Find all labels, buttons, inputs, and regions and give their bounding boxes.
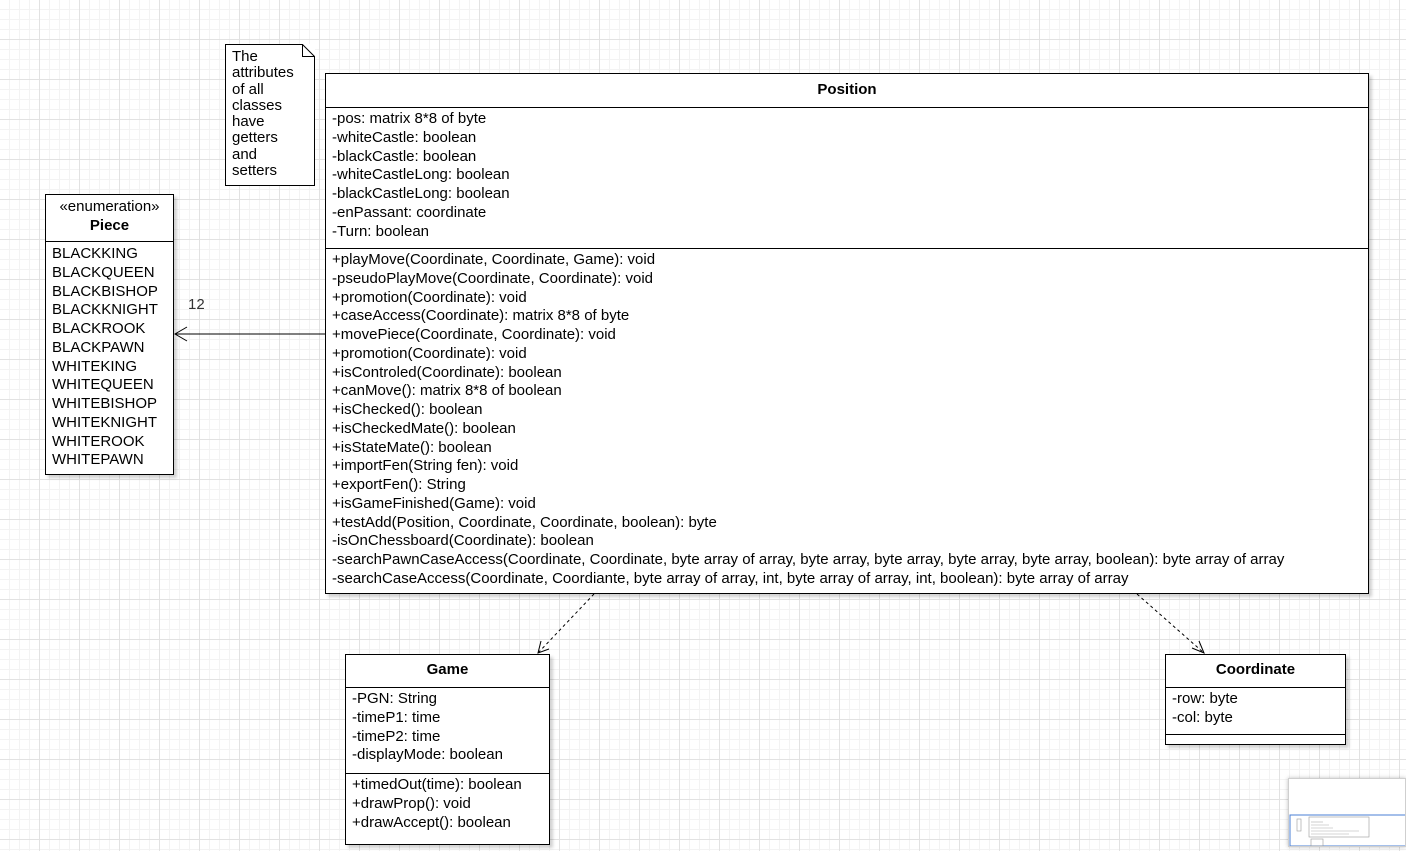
enum-value[interactable]: WHITEKING <box>52 357 137 375</box>
method-row[interactable]: +canMove(): matrix 8*8 of boolean <box>332 382 562 400</box>
enum-value[interactable]: BLACKROOK <box>52 320 146 337</box>
attribute-row[interactable]: -whiteCastle: boolean <box>332 128 477 146</box>
method-row[interactable]: +movePiece(Coordinate, Coordinate): void <box>332 326 616 343</box>
attribute-row[interactable]: -Turn: boolean <box>332 222 430 240</box>
note-line: attributes <box>232 64 294 82</box>
enum-value[interactable]: WHITEKNIGHT <box>52 413 157 431</box>
position-header: Position <box>326 74 1368 108</box>
note-line: The <box>232 48 258 65</box>
piece-name: Piece <box>89 217 130 234</box>
note-line: and <box>232 145 258 163</box>
enum-value[interactable]: WHITEROOK <box>52 432 145 450</box>
coordinate-class[interactable]: Coordinate -row: byte-col: byte <box>1165 654 1346 745</box>
method-row[interactable]: +drawAccept(): boolean <box>352 813 511 831</box>
attribute-row[interactable]: -enPassant: coordinate <box>332 203 487 221</box>
outline-minimap[interactable] <box>1288 778 1406 847</box>
game-header: Game <box>346 655 549 688</box>
attribute-row[interactable]: -pos: matrix 8*8 of byte <box>332 110 487 127</box>
dependency-line-game[interactable] <box>537 593 595 654</box>
note-line: have <box>232 113 265 131</box>
position-attributes: -pos: matrix 8*8 of byte-whiteCastle: bo… <box>326 108 1368 249</box>
dependency-line-coordinate[interactable] <box>1136 593 1205 654</box>
attribute-row[interactable]: -timeP2: time <box>352 727 441 745</box>
method-row[interactable]: +exportFen(): String <box>332 476 466 493</box>
attribute-row[interactable]: -displayMode: boolean <box>352 746 503 764</box>
game-name: Game <box>426 661 469 678</box>
enum-value[interactable]: BLACKPAWN <box>52 338 145 356</box>
attribute-row[interactable]: -col: byte <box>1172 708 1233 726</box>
game-attributes: -PGN: String-timeP1: time-timeP2: time-d… <box>346 688 549 774</box>
association-multiplicity: 12 <box>188 296 205 313</box>
method-row[interactable]: +isControled(Coordinate): boolean <box>332 363 562 381</box>
association-arrowhead <box>174 326 188 342</box>
coordinate-attributes: -row: byte-col: byte <box>1166 688 1345 735</box>
method-row[interactable]: +caseAccess(Coordinate): matrix 8*8 of b… <box>332 307 630 325</box>
enum-value[interactable]: WHITEBISHOP <box>52 395 158 412</box>
method-row[interactable]: +isStateMate(): boolean <box>332 438 492 456</box>
method-row[interactable]: -searchCaseAccess(Coordinate, Coordiante… <box>332 569 1129 587</box>
note-line: of all <box>232 80 264 98</box>
note-line: setters <box>232 162 278 180</box>
piece-header: «enumeration» Piece <box>46 195 173 242</box>
note-line: classes <box>232 96 283 114</box>
method-row[interactable]: +importFen(String fen): void <box>332 457 519 475</box>
method-row[interactable]: +isCheckedMate(): boolean <box>332 419 516 437</box>
attribute-row[interactable]: -PGN: String <box>352 690 438 707</box>
note-shape <box>225 44 315 186</box>
position-name: Position <box>817 81 877 98</box>
coordinate-header: Coordinate <box>1166 655 1345 688</box>
method-row[interactable]: -searchPawnCaseAccess(Coordinate, Coordi… <box>332 551 1285 568</box>
coordinate-name: Coordinate <box>1215 661 1296 678</box>
method-row[interactable]: +isChecked(): boolean <box>332 401 483 418</box>
method-row[interactable]: +drawProp(): void <box>352 794 471 812</box>
method-row[interactable]: +testAdd(Position, Coordinate, Coordinat… <box>332 513 717 531</box>
enum-value[interactable]: BLACKBISHOP <box>52 282 158 300</box>
method-row[interactable]: -isOnChessboard(Coordinate): boolean <box>332 532 594 550</box>
method-row[interactable]: -pseudoPlayMove(Coordinate, Coordinate):… <box>332 269 654 287</box>
attribute-row[interactable]: -blackCastle: boolean <box>332 147 477 165</box>
enum-value[interactable]: BLACKKNIGHT <box>52 301 158 319</box>
note-line: getters <box>232 129 278 147</box>
method-row[interactable]: +timedOut(time): boolean <box>352 776 522 793</box>
position-class[interactable]: Position -pos: matrix 8*8 of byte-whiteC… <box>325 73 1369 594</box>
position-methods: +playMove(Coordinate, Coordinate, Game):… <box>326 249 1368 591</box>
coordinate-methods <box>1166 735 1345 745</box>
enum-value[interactable]: BLACKKING <box>52 245 138 262</box>
dependency-arrowhead-coordinate <box>1191 640 1205 654</box>
attribute-row[interactable]: -row: byte <box>1172 690 1238 707</box>
game-methods: +timedOut(time): boolean+drawProp(): voi… <box>346 774 549 834</box>
dependency-arrowhead-game <box>537 640 550 654</box>
method-row[interactable]: +promotion(Coordinate): void <box>332 288 527 306</box>
attribute-row[interactable]: -timeP1: time <box>352 708 441 726</box>
enum-value[interactable]: BLACKQUEEN <box>52 263 155 281</box>
attribute-row[interactable]: -whiteCastleLong: boolean <box>332 166 510 184</box>
method-row[interactable]: +promotion(Coordinate): void <box>332 344 527 362</box>
method-row[interactable]: +isGameFinished(Game): void <box>332 494 536 512</box>
game-class[interactable]: Game -PGN: String-timeP1: time-timeP2: t… <box>345 654 550 845</box>
minimap-thumbnail <box>1289 814 1406 847</box>
method-row[interactable]: +playMove(Coordinate, Coordinate, Game):… <box>332 251 656 268</box>
enum-value[interactable]: WHITEQUEEN <box>52 376 154 394</box>
enum-value[interactable]: WHITEPAWN <box>52 451 144 469</box>
attribute-row[interactable]: -blackCastleLong: boolean <box>332 185 510 202</box>
piece-stereotype: «enumeration» <box>59 198 160 215</box>
